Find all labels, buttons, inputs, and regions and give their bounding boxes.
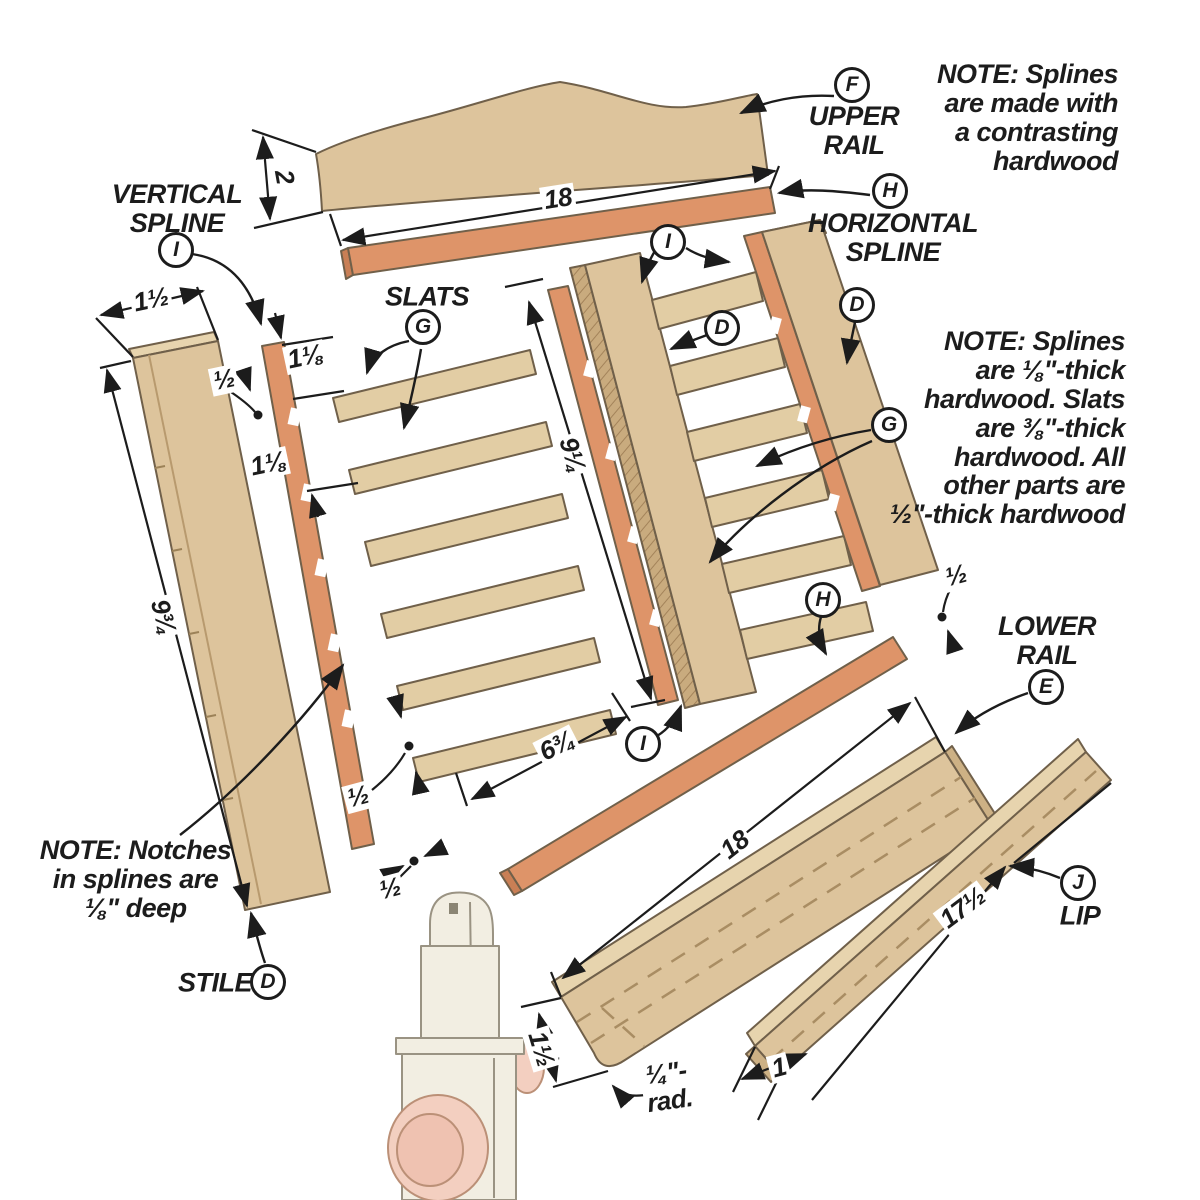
callout-i-lower: I: [625, 726, 661, 762]
note-notch-depth: NOTE: Notches in splines are ⅛" deep: [39, 835, 232, 923]
slats-label: SLATS: [385, 281, 470, 312]
callout-j-lip: J: [1060, 865, 1096, 901]
callout-g-slats: G: [405, 309, 441, 345]
lower-rail-label: LOWER RAIL: [998, 611, 1097, 670]
upper-rail-label: UPPER RAIL: [808, 101, 900, 160]
callout-d-right: D: [839, 287, 875, 323]
callout-d-middle: D: [704, 310, 740, 346]
callout-d-stile: D: [250, 964, 286, 1000]
stile-label: STILE: [177, 967, 253, 998]
callout-i-top-middle: I: [650, 224, 686, 260]
slats-assembled-part: [651, 271, 874, 660]
callout-g-right: G: [871, 407, 907, 443]
lip-label: LIP: [1059, 900, 1101, 931]
callout-h-horizontal-spline: H: [872, 173, 908, 209]
dim-spline-top-offset: ½: [207, 362, 241, 397]
callout-i-vertical-spline: I: [158, 232, 194, 268]
note-contrasting-hardwood: NOTE: Splines are made with a contrastin…: [936, 59, 1119, 176]
dim-corner-radius: ¼"- rad.: [638, 1055, 698, 1119]
dim-upper-rail-length: 18: [539, 181, 577, 216]
slats-part: [332, 349, 617, 783]
callout-f-upper-rail: F: [834, 67, 870, 103]
vertical-spline-label: VERTICAL SPLINE: [111, 179, 243, 238]
note-thickness: NOTE: Splines are ⅛"-thick hardwood. Sla…: [889, 326, 1126, 530]
callout-e-lower-rail: E: [1028, 669, 1064, 705]
leader-lines: [179, 93, 1061, 964]
ghost-post-part: [387, 891, 545, 1200]
horizontal-spline-label: HORIZONTAL SPLINE: [808, 208, 978, 267]
callout-h-lower: H: [805, 582, 841, 618]
